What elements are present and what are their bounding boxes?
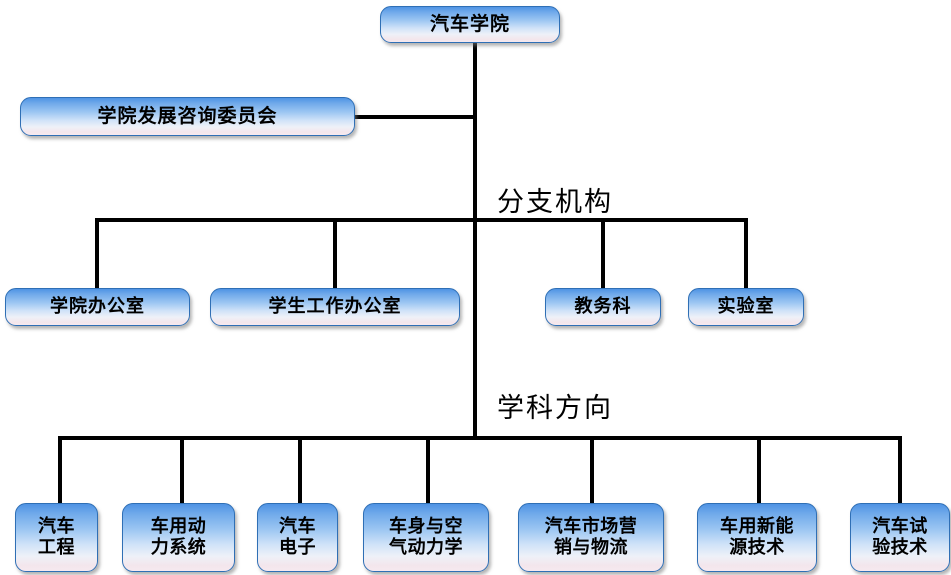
- node-root[interactable]: 汽车学院: [380, 6, 560, 43]
- node-branch-laboratory-label: 实验室: [717, 295, 775, 317]
- connector-branch-drop-2: [333, 218, 337, 290]
- node-advisory-committee[interactable]: 学院发展咨询委员会: [20, 97, 355, 136]
- connector-discipline-drop-1: [58, 436, 62, 505]
- node-discipline-automotive-engineering-label: 汽车 工程: [38, 516, 75, 558]
- connector-discipline-bus: [58, 436, 902, 440]
- node-discipline-automotive-electronics-label: 汽车 电子: [279, 516, 316, 558]
- node-discipline-testing-technology[interactable]: 汽车试 验技术: [850, 503, 950, 572]
- node-root-label: 汽车学院: [429, 12, 510, 35]
- node-branch-college-office[interactable]: 学院办公室: [5, 288, 190, 326]
- node-branch-academic-affairs[interactable]: 教务科: [545, 288, 661, 326]
- connector-discipline-drop-3: [298, 436, 302, 505]
- section-title-branches: 分支机构: [497, 187, 613, 218]
- connector-root-spine: [473, 43, 477, 222]
- node-discipline-powertrain-label: 车用动 力系统: [150, 516, 207, 558]
- node-branch-academic-affairs-label: 教务科: [574, 295, 632, 317]
- node-branch-student-affairs-office[interactable]: 学生工作办公室: [210, 288, 460, 326]
- node-discipline-marketing-logistics[interactable]: 汽车市场营 销与物流: [518, 503, 664, 572]
- section-title-disciplines: 学科方向: [497, 393, 613, 424]
- connector-committee-link: [353, 115, 475, 119]
- connector-branch-drop-3: [601, 218, 605, 290]
- node-branch-student-affairs-office-label: 学生工作办公室: [268, 295, 402, 317]
- node-discipline-body-aerodynamics[interactable]: 车身与空 气动力学: [363, 503, 489, 572]
- node-discipline-marketing-logistics-label: 汽车市场营 销与物流: [544, 516, 638, 558]
- connector-discipline-drop-7: [898, 436, 902, 505]
- connector-discipline-drop-6: [757, 436, 761, 505]
- node-discipline-new-energy[interactable]: 车用新能 源技术: [697, 503, 817, 572]
- node-discipline-automotive-electronics[interactable]: 汽车 电子: [257, 503, 338, 572]
- node-branch-laboratory[interactable]: 实验室: [688, 288, 804, 326]
- node-discipline-automotive-engineering[interactable]: 汽车 工程: [15, 503, 98, 572]
- connector-branch-drop-4: [744, 218, 748, 290]
- node-discipline-testing-technology-label: 汽车试 验技术: [872, 516, 928, 558]
- connector-discipline-drop-4: [426, 436, 430, 505]
- node-discipline-powertrain[interactable]: 车用动 力系统: [122, 503, 235, 572]
- node-branch-college-office-label: 学院办公室: [50, 295, 145, 317]
- node-advisory-committee-label: 学院发展咨询委员会: [97, 104, 278, 127]
- connector-discipline-drop-2: [180, 436, 184, 505]
- connector-mid-spine: [473, 218, 477, 440]
- connector-discipline-drop-5: [590, 436, 594, 505]
- connector-branch-bus: [95, 218, 748, 222]
- node-discipline-body-aerodynamics-label: 车身与空 气动力学: [389, 516, 463, 558]
- node-discipline-new-energy-label: 车用新能 源技术: [720, 516, 794, 558]
- connector-branch-drop-1: [95, 218, 99, 290]
